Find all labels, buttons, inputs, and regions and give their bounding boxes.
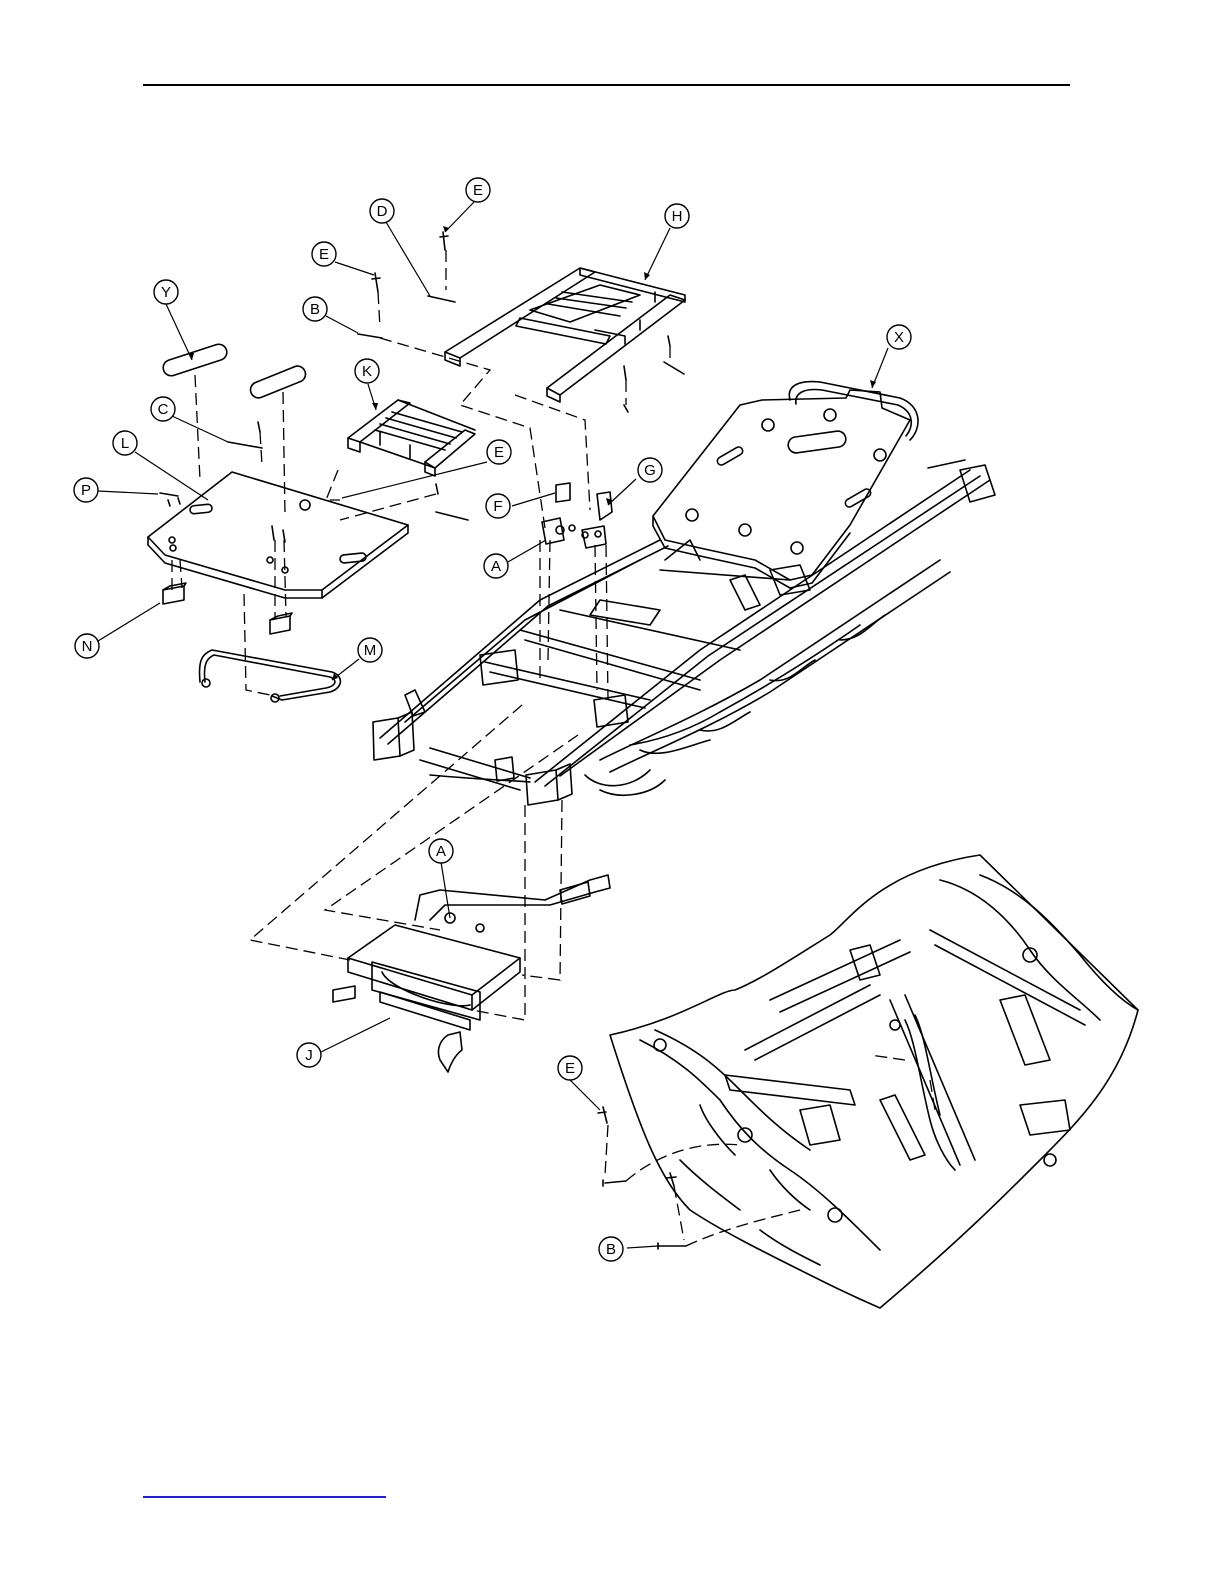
part-j-lower-frame — [333, 875, 610, 1072]
callout-d: D — [370, 199, 394, 223]
part-f-g-brackets — [542, 483, 612, 548]
inset-detail-view — [598, 855, 1138, 1308]
callout-leaders — [98, 202, 888, 1248]
callout-letter: E — [473, 182, 483, 199]
part-n-feet — [163, 583, 292, 634]
callout-n: N — [75, 634, 99, 658]
callout-letter: C — [158, 401, 169, 418]
callout-letter: K — [362, 363, 372, 380]
callout-f: F — [486, 494, 510, 518]
callout-letter: B — [606, 1241, 616, 1258]
callout-p: P — [74, 478, 98, 502]
callout-x: X — [887, 325, 911, 349]
callout-letter: N — [82, 638, 93, 655]
callout-letter: D — [377, 203, 388, 220]
callout-j: J — [297, 1043, 321, 1067]
callout-letter: P — [81, 482, 91, 499]
callout-letter: H — [672, 208, 683, 225]
fasteners — [160, 232, 684, 542]
callout-e-inset: E — [558, 1056, 582, 1080]
callout-g: G — [638, 458, 662, 482]
part-k-frame — [348, 400, 475, 476]
callout-letter: Y — [161, 284, 171, 301]
callout-letter: J — [305, 1047, 313, 1064]
callout-letter: E — [565, 1060, 575, 1077]
callout-y: Y — [154, 280, 178, 304]
footer-link-underline[interactable] — [143, 1496, 386, 1498]
callout-bubbles: E D H E Y B X K C L E G P F A N M A J E B — [74, 178, 911, 1261]
callout-a-bottom: A — [429, 839, 453, 863]
leader-arrowheads — [188, 226, 876, 680]
callout-h: H — [665, 204, 689, 228]
callout-l: L — [113, 431, 137, 455]
callout-letter: X — [894, 329, 904, 346]
callout-b-top: B — [303, 297, 327, 321]
callout-letter: E — [319, 246, 329, 263]
callout-letter: A — [436, 843, 446, 860]
part-y-pads — [161, 342, 308, 400]
callout-c: C — [151, 397, 175, 421]
callout-e-top: E — [466, 178, 490, 202]
callout-letter: B — [310, 301, 320, 318]
callout-letter: A — [491, 558, 501, 575]
callout-letter: E — [494, 444, 504, 461]
part-m-rod — [200, 650, 341, 702]
callout-m: M — [358, 638, 382, 662]
callout-k: K — [355, 359, 379, 383]
callout-letter: G — [644, 462, 656, 479]
callout-letter: M — [364, 642, 377, 659]
callout-letter: F — [493, 498, 502, 515]
callout-e-mid: E — [487, 440, 511, 464]
callout-letter: L — [121, 435, 129, 452]
part-h-frame — [445, 268, 685, 402]
callout-b-inset: B — [599, 1237, 623, 1261]
callout-a-top: A — [484, 554, 508, 578]
part-x-main-frame — [373, 382, 995, 805]
callout-e-left: E — [312, 242, 336, 266]
